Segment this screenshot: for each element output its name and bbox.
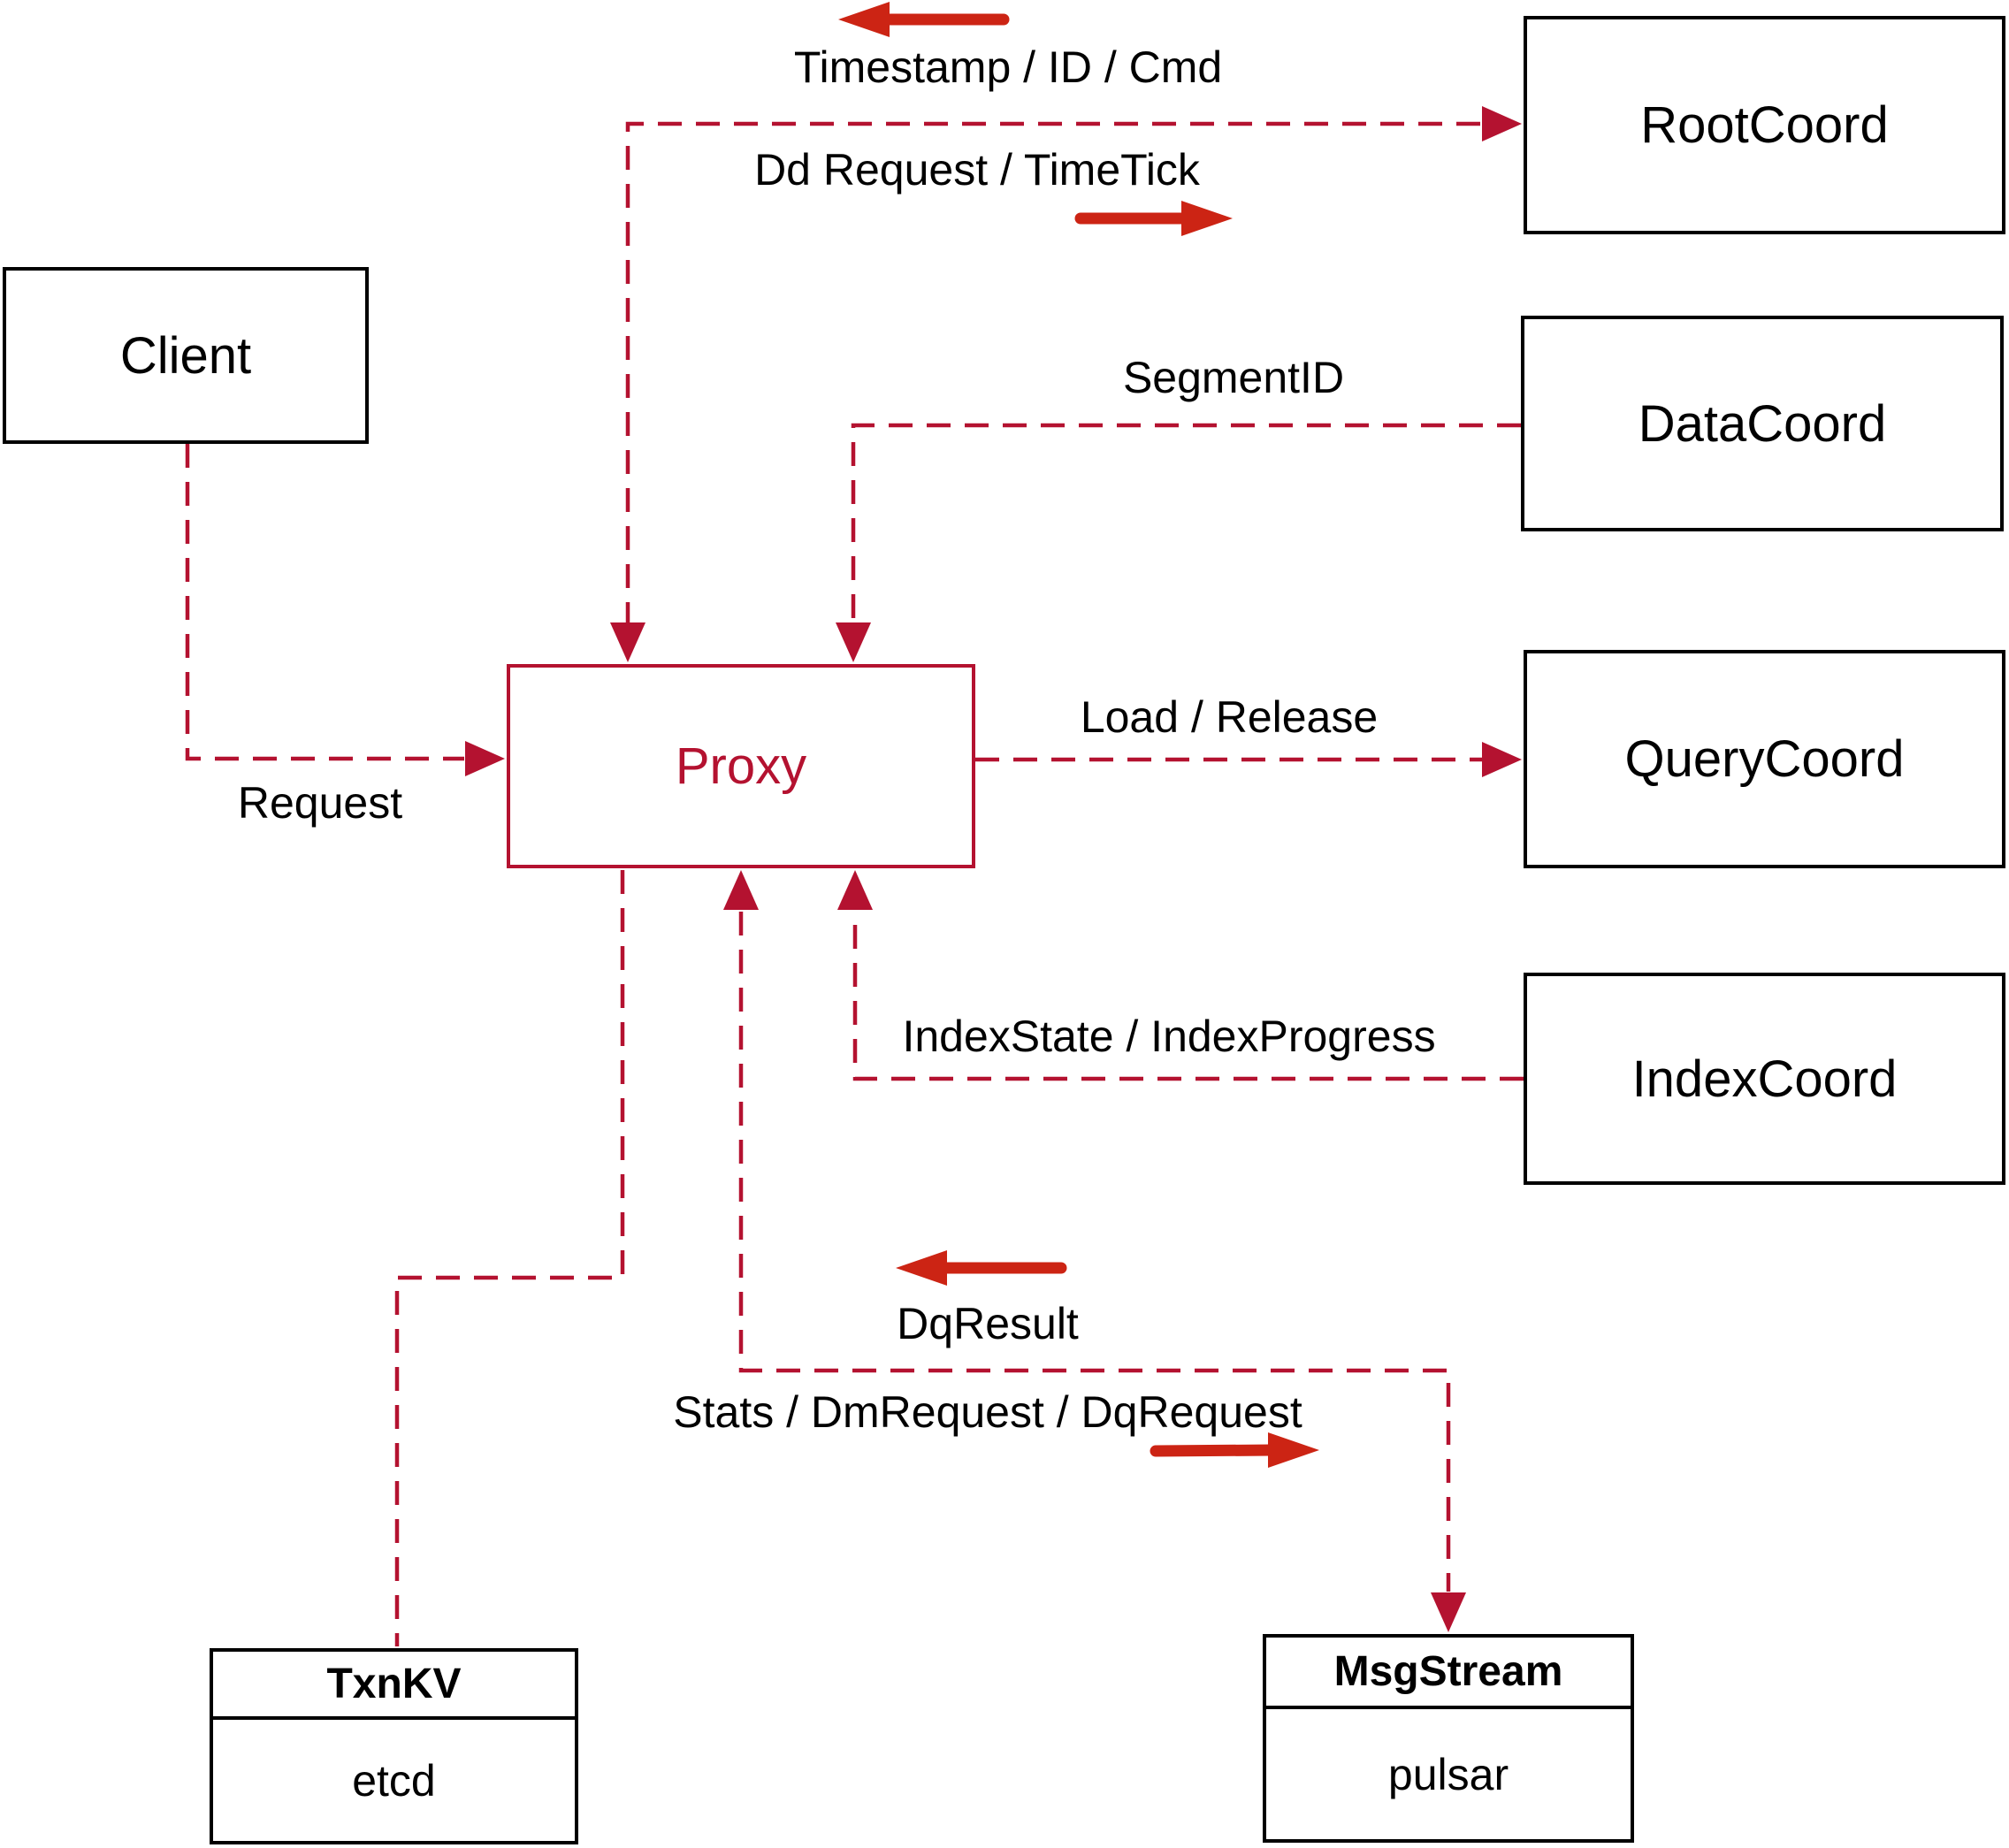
direction-arrow-stats-right bbox=[1150, 1432, 1319, 1468]
node-rootcoord-label: RootCoord bbox=[1640, 96, 1889, 154]
direction-arrow-dq-result-left bbox=[896, 1250, 1067, 1286]
edge-label-dq-result: DqResult bbox=[897, 1299, 1079, 1348]
edge-proxy-msgstream bbox=[738, 912, 1451, 1592]
edge-indexcoord-proxy bbox=[852, 912, 1524, 1081]
node-txnkv: TxnKV etcd bbox=[210, 1648, 578, 1844]
edge-label-timestamp: Timestamp / ID / Cmd bbox=[793, 42, 1223, 92]
arrowhead-into-rootcoord bbox=[1482, 106, 1522, 141]
node-indexcoord-label: IndexCoord bbox=[1631, 1050, 1898, 1108]
arrowhead-into-proxy-bottom-left bbox=[723, 870, 759, 910]
node-indexcoord: IndexCoord bbox=[1524, 973, 2005, 1185]
node-txnkv-title: TxnKV bbox=[213, 1652, 575, 1720]
edge-datacoord-proxy bbox=[851, 423, 1521, 622]
edge-label-load-release: Load / Release bbox=[1080, 692, 1379, 742]
edge-label-request: Request bbox=[237, 778, 403, 828]
node-client-label: Client bbox=[119, 326, 252, 385]
edge-proxy-txnkv bbox=[394, 870, 625, 1646]
node-rootcoord: RootCoord bbox=[1524, 16, 2005, 234]
node-msgstream-title: MsgStream bbox=[1266, 1638, 1631, 1709]
node-msgstream: MsgStream pulsar bbox=[1263, 1634, 1634, 1843]
edge-label-segment-id: SegmentID bbox=[1122, 353, 1345, 402]
node-txnkv-impl: etcd bbox=[352, 1755, 436, 1806]
arrowhead-into-proxy-top-left bbox=[610, 622, 645, 662]
node-proxy: Proxy bbox=[507, 664, 975, 868]
node-querycoord: QueryCoord bbox=[1524, 650, 2005, 868]
node-msgstream-impl: pulsar bbox=[1387, 1749, 1509, 1799]
direction-arrow-dd-request-right bbox=[1074, 201, 1233, 236]
edge-label-dd-request: Dd Request / TimeTick bbox=[754, 145, 1200, 195]
edge-client-proxy bbox=[185, 444, 464, 761]
node-querycoord-label: QueryCoord bbox=[1624, 730, 1905, 788]
edge-proxy-rootcoord bbox=[625, 121, 1483, 626]
arrowhead-into-proxy-top-right bbox=[836, 622, 871, 662]
arrowhead-into-querycoord bbox=[1482, 742, 1522, 777]
node-datacoord-label: DataCoord bbox=[1638, 394, 1887, 453]
node-proxy-label: Proxy bbox=[675, 737, 807, 795]
node-datacoord: DataCoord bbox=[1521, 316, 2004, 531]
direction-arrow-timestamp-left bbox=[838, 2, 1010, 37]
node-client: Client bbox=[3, 267, 369, 444]
arrowhead-into-msgstream bbox=[1431, 1592, 1466, 1632]
edge-label-stats: Stats / DmRequest / DqRequest bbox=[673, 1387, 1302, 1437]
arrowhead-into-proxy-bottom-right bbox=[837, 870, 873, 910]
edge-label-index-state: IndexState / IndexProgress bbox=[902, 1012, 1436, 1061]
arrowhead-into-proxy-left bbox=[465, 741, 505, 776]
